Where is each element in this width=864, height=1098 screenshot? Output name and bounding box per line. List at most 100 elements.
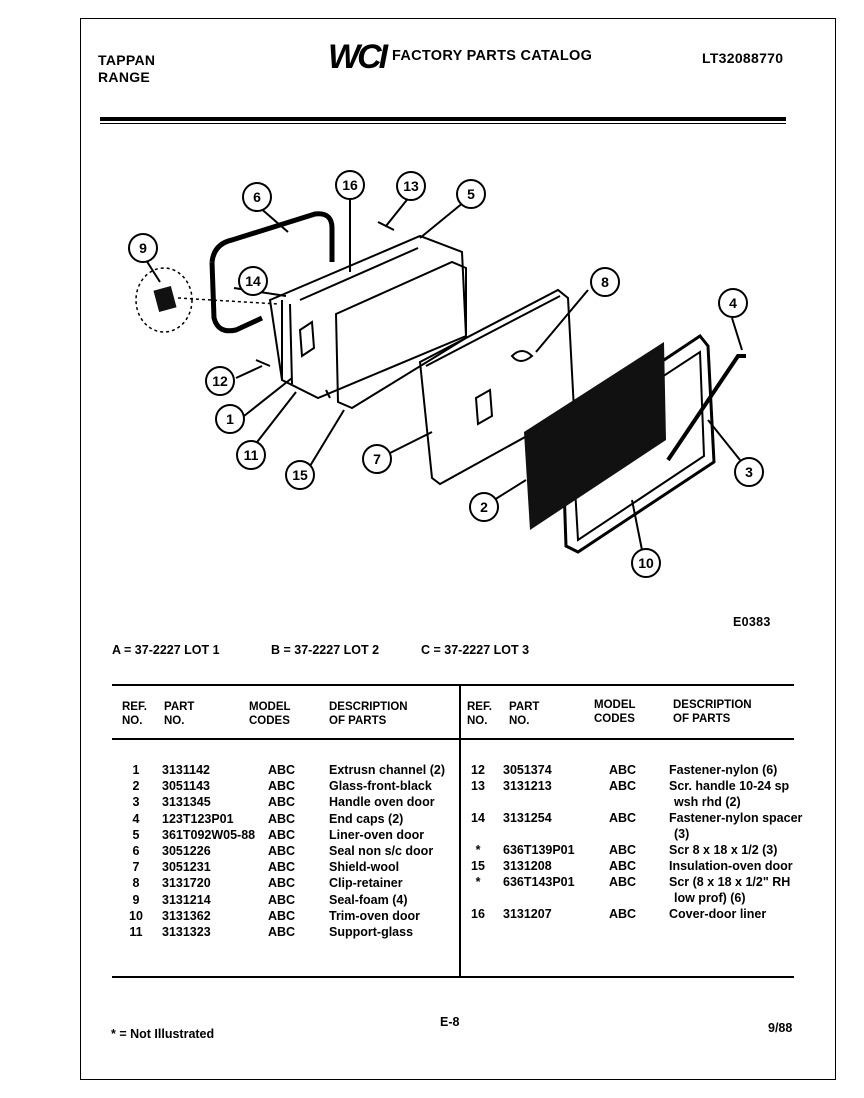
header-ref: REF. NO. xyxy=(122,701,147,727)
header-model: MODEL CODES xyxy=(249,701,291,727)
row-desc: Handle oven door xyxy=(329,795,435,810)
row-desc-continued: (3) xyxy=(674,827,690,841)
header-rule-thin xyxy=(100,123,786,124)
svg-text:12: 12 xyxy=(212,373,228,389)
row-ref: 10 xyxy=(129,908,143,923)
row-ref: * xyxy=(475,843,481,857)
row-part: 3051231 xyxy=(162,860,211,875)
door-seal-part xyxy=(209,211,335,334)
row-desc: Fastener-nylon spacer xyxy=(669,811,803,825)
row-desc: Shield-wool xyxy=(329,860,400,875)
row-model: ABC xyxy=(268,925,296,939)
svg-text:6: 6 xyxy=(253,189,261,205)
row-model: ABC xyxy=(609,763,637,777)
row-ref: 12 xyxy=(471,763,485,777)
callout-8: 8 xyxy=(590,267,620,297)
row-part: 3051226 xyxy=(162,844,211,858)
callout-4: 4 xyxy=(718,288,748,318)
header-part: PART NO. xyxy=(164,701,195,727)
row-ref: 6 xyxy=(132,844,140,858)
page-number: E-8 xyxy=(440,1015,460,1029)
row-model: ABC xyxy=(268,892,296,907)
table-divider xyxy=(459,684,461,976)
row-desc: Support-glass xyxy=(329,925,414,939)
catalog-title: FACTORY PARTS CATALOG xyxy=(392,48,593,64)
row-part: 3051374 xyxy=(503,763,552,777)
callout-11: 11 xyxy=(236,440,266,470)
row-ref: 1 xyxy=(132,763,140,777)
row-model: ABC xyxy=(268,876,296,891)
svg-text:8: 8 xyxy=(601,274,609,290)
svg-text:11: 11 xyxy=(244,447,259,463)
row-desc: Clip-retainer xyxy=(329,876,403,891)
row-part: 3131213 xyxy=(503,779,552,793)
table-header-rule xyxy=(112,738,794,740)
row-ref: * xyxy=(475,875,481,889)
row-part: 636T139P01 xyxy=(503,843,575,857)
glass-part xyxy=(524,342,666,530)
row-desc: Scr. handle 10-24 sp xyxy=(669,779,790,793)
row-ref: 8 xyxy=(132,876,140,891)
row-desc-continued: low prof) (6) xyxy=(674,891,746,905)
exploded-diagram: 1 2 3 4 5 6 7 8 9 10 11 12 13 14 15 16 xyxy=(128,170,764,578)
row-part: 3131720 xyxy=(162,876,211,891)
row-desc: Extrusn channel (2) xyxy=(329,763,445,777)
callout-3: 3 xyxy=(734,457,764,487)
row-model: ABC xyxy=(609,779,637,793)
row-model: ABC xyxy=(609,875,637,889)
row-ref: 15 xyxy=(471,859,485,873)
callout-15: 15 xyxy=(285,460,315,490)
door-liner-part xyxy=(268,234,468,400)
header-desc: DESCRIPTION OF PARTS xyxy=(673,699,752,725)
row-model: ABC xyxy=(609,859,637,873)
row-model: ABC xyxy=(268,860,296,875)
row-part: 3131362 xyxy=(162,908,211,923)
row-part: 3131142 xyxy=(162,763,210,777)
footer-date: 9/88 xyxy=(768,1021,793,1035)
row-part: 361T092W05-88 xyxy=(162,827,256,842)
row-desc: Trim-oven door xyxy=(329,908,420,923)
row-ref: 7 xyxy=(132,860,140,875)
row-desc: Fastener-nylon (6) xyxy=(669,763,778,777)
callout-7: 7 xyxy=(362,444,392,474)
diagram-code: E0383 xyxy=(733,615,771,629)
row-desc: End caps (2) xyxy=(329,811,404,826)
wci-logo: WCI xyxy=(328,38,388,76)
row-desc: Scr 8 x 18 x 1/2 (3) xyxy=(669,843,778,857)
row-part: 3131323 xyxy=(162,925,211,939)
row-desc: Glass-front-black xyxy=(329,779,432,794)
header-rule xyxy=(100,117,786,121)
row-ref: 4 xyxy=(132,811,140,826)
row-desc: Cover-door liner xyxy=(669,907,767,921)
row-part: 3051143 xyxy=(162,779,210,794)
row-ref: 16 xyxy=(471,907,485,921)
footer-note: * = Not Illustrated xyxy=(111,1027,215,1041)
row-desc: Insulation-oven door xyxy=(669,859,793,873)
header-part: PART NO. xyxy=(509,701,540,727)
callout-2: 2 xyxy=(469,492,499,522)
row-ref: 14 xyxy=(471,811,485,825)
svg-text:7: 7 xyxy=(373,451,381,467)
brand-line-2: RANGE xyxy=(98,69,151,85)
svg-text:13: 13 xyxy=(403,178,419,194)
row-part: 3131345 xyxy=(162,795,211,810)
row-model: ABC xyxy=(268,795,296,810)
row-desc: Scr (8 x 18 x 1/2" RH xyxy=(669,875,791,889)
callout-13: 13 xyxy=(396,171,426,201)
catalog-number: LT32088770 xyxy=(702,50,784,66)
row-model: ABC xyxy=(268,844,296,858)
model-c: C = 37-2227 LOT 3 xyxy=(421,643,530,657)
header-model: MODEL CODES xyxy=(594,699,636,725)
row-ref: 2 xyxy=(132,779,140,794)
row-part: 3131214 xyxy=(162,892,211,907)
insulation-part xyxy=(334,260,467,410)
row-desc: Liner-oven door xyxy=(329,827,425,842)
svg-text:16: 16 xyxy=(342,177,358,193)
header-ref: REF. NO. xyxy=(467,701,492,727)
row-desc: Seal-foam (4) xyxy=(329,892,408,907)
callout-10: 10 xyxy=(631,548,661,578)
callout-1: 1 xyxy=(215,404,245,434)
handle-part xyxy=(666,354,746,462)
row-model: ABC xyxy=(268,763,296,777)
callout-14: 14 xyxy=(238,266,268,296)
